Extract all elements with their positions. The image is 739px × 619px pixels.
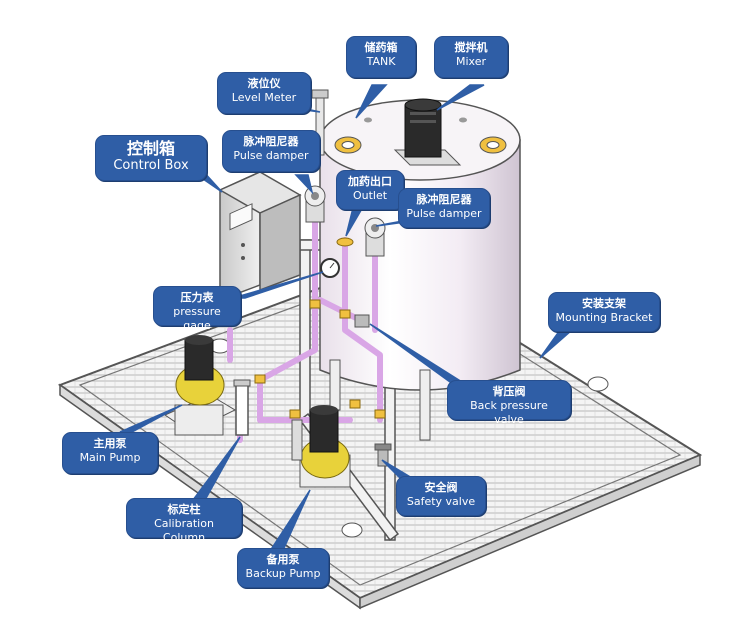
- callout-back-pressure-valve-en: Back pressure valve: [470, 399, 548, 426]
- callout-calibration-column-zh: 标定柱: [167, 503, 201, 516]
- callout-mounting-bracket-en: Mounting Bracket: [555, 311, 653, 324]
- callout-pulse-damper-right: 脉冲阻尼器 Pulse damper: [398, 188, 490, 228]
- callout-outlet-zh: 加药出口: [348, 175, 392, 188]
- callout-outlet-en: Outlet: [352, 189, 388, 202]
- callout-mounting-bracket-zh: 安装支架: [582, 297, 626, 310]
- callout-pulse-damper-right-en: Pulse damper: [406, 207, 482, 220]
- callout-pulse-damper-left-en: Pulse damper: [233, 149, 309, 162]
- callout-calibration-column: 标定柱 Calibration Column: [126, 498, 242, 544]
- mixer-motor: [393, 98, 462, 166]
- back-pressure-valve-body: [354, 314, 370, 328]
- callout-back-pressure-valve-zh: 背压阀: [492, 385, 526, 398]
- callout-pressure-gage-en: pressure gage: [173, 305, 221, 332]
- callout-level-meter: 液位仪 Level Meter: [217, 72, 311, 114]
- callout-mixer-zh: 搅拌机: [454, 41, 488, 54]
- callout-pulse-damper-left-zh: 脉冲阻尼器: [243, 135, 299, 148]
- callout-mixer: 搅拌机 Mixer: [434, 36, 508, 78]
- callout-outlet: 加药出口 Outlet: [336, 170, 404, 210]
- callout-mixer-en: Mixer: [455, 55, 486, 68]
- pulse-damper-left-body: [304, 185, 326, 223]
- pressure-gage-dial: [320, 258, 340, 278]
- callout-calibration-column-en: Calibration Column: [154, 517, 214, 544]
- callout-control-box-en: Control Box: [113, 158, 189, 173]
- pulse-damper-right-body: [364, 217, 386, 257]
- callout-tank: 储药箱 TANK: [346, 36, 416, 78]
- callout-backup-pump-en: Backup Pump: [245, 567, 321, 580]
- callout-back-pressure-valve: 背压阀 Back pressure valve: [447, 380, 571, 426]
- control-box: [218, 170, 302, 302]
- callout-main-pump-en: Main Pump: [79, 451, 141, 464]
- callout-control-box-zh: 控制箱: [126, 139, 175, 158]
- main-pump: [163, 335, 237, 436]
- level-meter: [311, 89, 329, 156]
- callout-safety-valve-zh: 安全阀: [424, 481, 458, 494]
- callout-level-meter-en: Level Meter: [231, 91, 297, 104]
- callout-pressure-gage-zh: 压力表: [180, 291, 214, 304]
- callout-control-box: 控制箱 Control Box: [95, 135, 207, 181]
- callout-level-meter-zh: 液位仪: [247, 77, 281, 90]
- callout-safety-valve: 安全阀 Safety valve: [396, 476, 486, 516]
- callout-mounting-bracket: 安装支架 Mounting Bracket: [548, 292, 660, 332]
- callout-tank-zh: 储药箱: [364, 41, 398, 54]
- calibration-column-body: [233, 379, 251, 436]
- callout-backup-pump-zh: 备用泵: [266, 553, 300, 566]
- callout-main-pump: 主用泵 Main Pump: [62, 432, 158, 474]
- callout-pressure-gage: 压力表 pressure gage: [153, 286, 241, 332]
- backup-pump: [291, 405, 351, 488]
- callout-tank-en: TANK: [366, 55, 396, 68]
- safety-valve-body: [374, 443, 392, 467]
- callout-safety-valve-en: Safety valve: [406, 495, 476, 508]
- callout-pulse-damper-right-zh: 脉冲阻尼器: [416, 193, 472, 206]
- callout-main-pump-zh: 主用泵: [93, 437, 127, 450]
- callout-backup-pump: 备用泵 Backup Pump: [237, 548, 329, 588]
- callout-pulse-damper-left: 脉冲阻尼器 Pulse damper: [222, 130, 320, 172]
